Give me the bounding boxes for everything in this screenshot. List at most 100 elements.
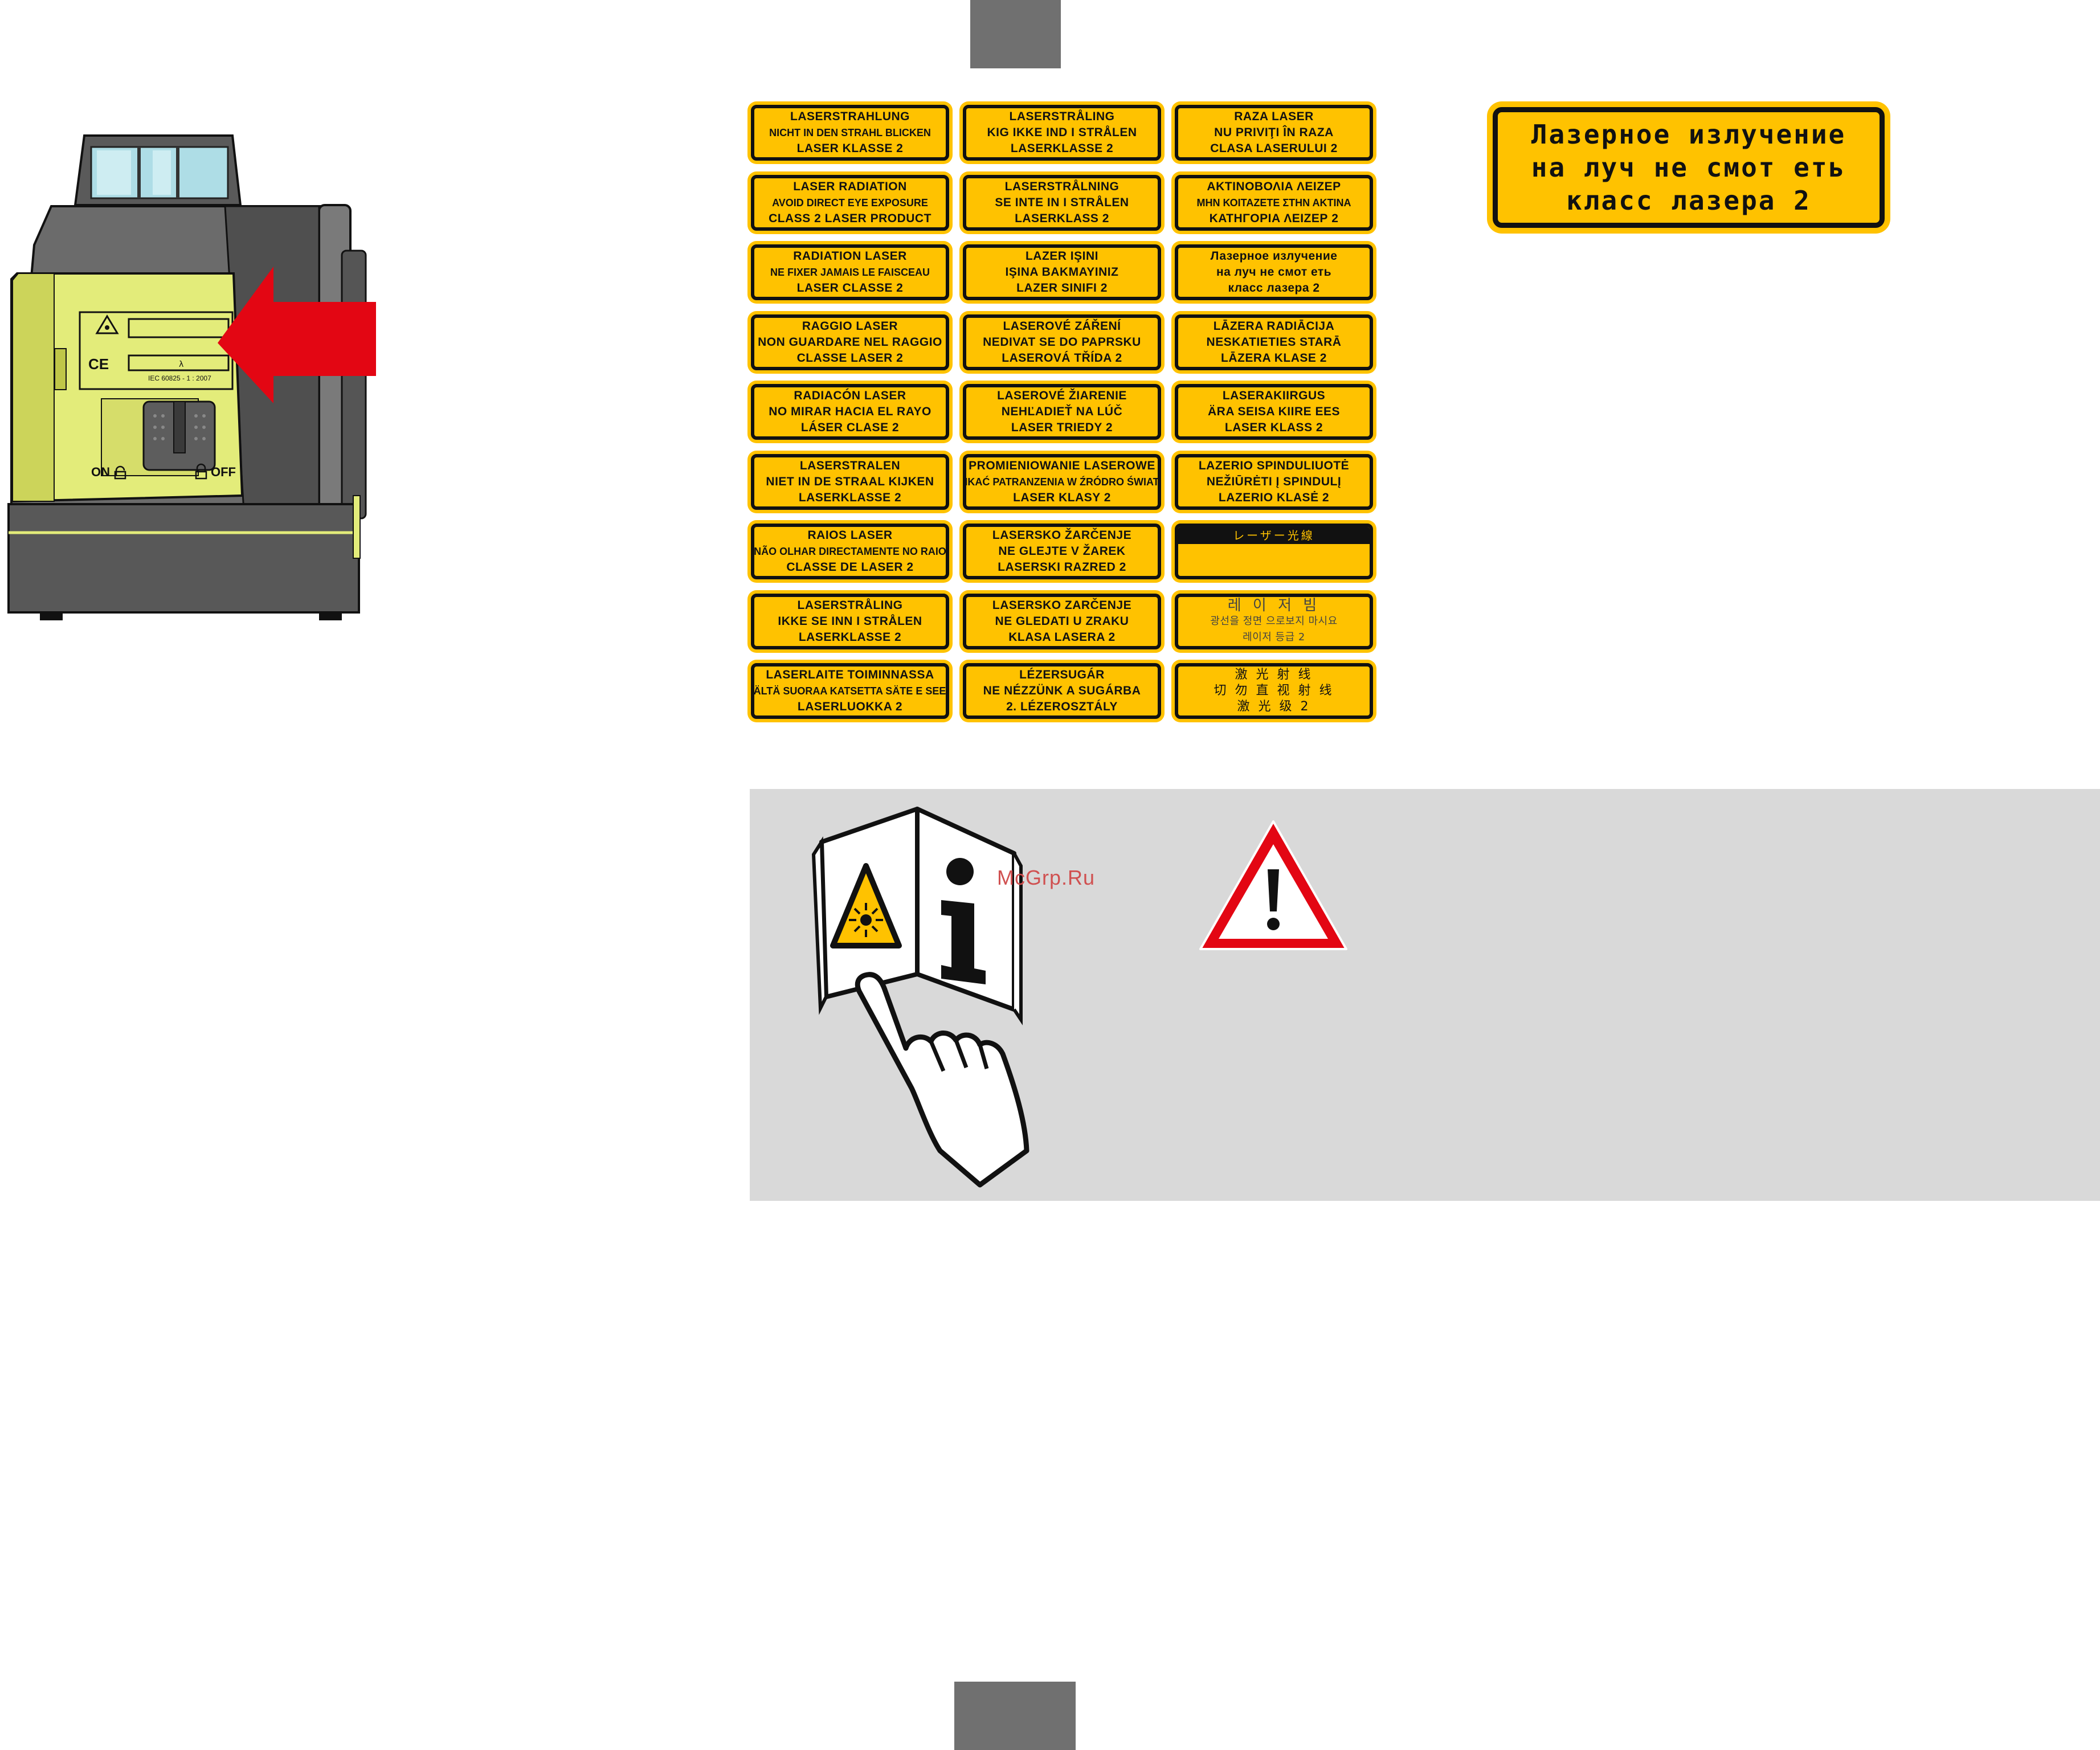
label-line: NEHĽADIEŤ NA LÚČ bbox=[1001, 405, 1123, 418]
label-line: CLASS 2 LASER PRODUCT bbox=[769, 212, 931, 225]
label-frame: Лазерное излучение на луч не смот еть клас… bbox=[1175, 244, 1373, 300]
label-frame: 激 光 射 线切 勿 直 视 射 线激 光 级 2 bbox=[1175, 663, 1373, 719]
label-line: LASERKLASS 2 bbox=[1015, 212, 1109, 225]
russian-label-line-2: на луч не смот еть bbox=[1531, 152, 1846, 183]
label-line: ΚΑΤΗΓΟΡΙΑ ΛΕΙΖΕΡ 2 bbox=[1209, 212, 1339, 225]
label-line: ÄRA SEISA KIIRE EES bbox=[1208, 405, 1340, 418]
label-line: LASERKLASSE 2 bbox=[1010, 142, 1114, 155]
warning-icon bbox=[1199, 820, 1347, 950]
label-line: LAZERIO SPINDULIUOTĖ bbox=[1198, 459, 1350, 472]
label-line: CLASSE DE LASER 2 bbox=[786, 561, 914, 574]
label-line: LASERKLASSE 2 bbox=[798, 491, 902, 504]
laser-warning-label: 激 光 射 线切 勿 直 视 射 线激 光 级 2 bbox=[1171, 660, 1376, 722]
label-line: NE GLEJTE V ŽAREK bbox=[998, 545, 1126, 558]
label-line: CLASSE LASER 2 bbox=[796, 351, 904, 365]
label-line: LASERSTRÅLNING bbox=[1004, 180, 1120, 193]
label-line: PROMIENIOWANIE LASEROWE bbox=[969, 459, 1155, 472]
label-line: 2. LÉZEROSZTÁLY bbox=[1006, 700, 1118, 713]
label-line: RADIATION LASER bbox=[793, 250, 907, 263]
label-line: NON GUARDARE NEL RAGGIO bbox=[758, 336, 942, 349]
label-line: 激 光 级 2 bbox=[1237, 700, 1311, 714]
label-line: KLASA LASERA 2 bbox=[1008, 631, 1116, 644]
label-line: LĀZERA RADIĀCIJA bbox=[1213, 320, 1335, 333]
switch-off-label: OFF bbox=[211, 465, 236, 479]
russian-label-line-1: Лазерное излучение bbox=[1531, 119, 1846, 150]
ce-mark: CE bbox=[88, 355, 109, 373]
label-line: NE FIXER JAMAIS LE FAISCEAU bbox=[770, 267, 930, 278]
label-line: класс лазера 2 bbox=[1228, 281, 1320, 295]
label-line: на луч не смот еть bbox=[1216, 265, 1332, 279]
label-frame: レーザー光線 bbox=[1175, 524, 1373, 579]
wavelength-symbol: λ bbox=[179, 360, 183, 369]
laser-warning-label: RADIATION LASER NE FIXER JAMAIS LE FAISCE… bbox=[747, 241, 953, 304]
laser-warning-label: Лазерное излучение на луч не смот еть клас… bbox=[1171, 241, 1376, 304]
russian-label-line-3: класс лазера 2 bbox=[1566, 185, 1811, 216]
label-line: NESKATIETIES STARĀ bbox=[1206, 336, 1342, 349]
label-line: LASERSKI RAZRED 2 bbox=[998, 561, 1126, 574]
laser-warning-label: レーザー光線 bbox=[1171, 520, 1376, 583]
label-line: LASERSTRAHLUNG bbox=[790, 110, 910, 123]
label-line: 激 光 射 线 bbox=[1235, 668, 1313, 682]
label-frame: PROMIENIOWANIE LASEROWE UNIKAĆ PATRANZENI… bbox=[963, 454, 1161, 510]
label-line: AVOID DIRECT EYE EXPOSURE bbox=[772, 197, 928, 208]
label-line: LASERSKO ZARČENJE bbox=[992, 599, 1132, 612]
label-line: IŞINA BAKMAYINIZ bbox=[1005, 265, 1119, 279]
laser-warning-label: PROMIENIOWANIE LASEROWE UNIKAĆ PATRANZENI… bbox=[959, 451, 1165, 513]
label-line: RAIOS LASER bbox=[807, 529, 893, 542]
label-line: ΜΗΝ ΚΟΙΤΑΖΕΤΕ ΣΤΗΝ ΑΚΤΙΝΑ bbox=[1196, 197, 1351, 208]
read-manual-icon bbox=[811, 807, 1029, 1188]
label-line: LASER CLASSE 2 bbox=[796, 281, 904, 295]
standard-text: IEC 60825 - 1 : 2007 bbox=[148, 374, 211, 382]
label-line: NÃO OLHAR DIRECTAMENTE NO RAIO bbox=[754, 546, 946, 557]
laser-warning-label: LASER RADIATION AVOID DIRECT EYE EXPOSURE… bbox=[747, 171, 953, 234]
label-frame: LASER RADIATION AVOID DIRECT EYE EXPOSURE… bbox=[751, 175, 949, 231]
laser-level-device: CE λ IEC 60825 - 1 : 2007 ON OFF bbox=[7, 134, 376, 620]
label-line: KIG IKKE IND I STRÅLEN bbox=[987, 126, 1137, 139]
lock-icon bbox=[195, 463, 207, 480]
label-line: SE INTE IN I STRÅLEN bbox=[995, 196, 1129, 209]
label-line: RAZA LASER bbox=[1234, 110, 1314, 123]
label-line: LASER KLASSE 2 bbox=[796, 142, 904, 155]
label-line: LÉZERSUGÁR bbox=[1019, 668, 1105, 681]
label-line: LASEROVÉ ŽIARENIE bbox=[997, 389, 1127, 402]
label-line: VÄLTÄ SUORAA KATSETTA SÄTE E SEEN bbox=[751, 685, 949, 697]
label-frame: RADIATION LASER NE FIXER JAMAIS LE FAISCE… bbox=[751, 244, 949, 300]
label-line: NE GLEDATI U ZRAKU bbox=[995, 615, 1129, 628]
label-line: NE NÉZZÜNK A SUGÁRBA bbox=[983, 684, 1141, 697]
label-line: RADIACÓN LASER bbox=[794, 389, 906, 402]
label-line: LAZERIO KLASĖ 2 bbox=[1218, 491, 1330, 504]
page-tab-top bbox=[970, 0, 1061, 68]
label-line: UNIKAĆ PATRANZENIA W ŹRÓDRO ŚWIATKA bbox=[965, 476, 1159, 488]
label-line: NEDIVAT SE DO PAPRSKU bbox=[983, 336, 1141, 349]
label-line: LASERSTRÅLING bbox=[797, 599, 903, 612]
label-line: LASER RADIATION bbox=[793, 180, 907, 193]
label-line: NEŽIŪRĖTI Į SPINDULĮ bbox=[1206, 475, 1342, 488]
label-frame: LASERSTRÅLNING SE INTE IN I STRÅLEN LASERK… bbox=[963, 175, 1161, 231]
label-line: LÁSER CLASE 2 bbox=[800, 421, 900, 434]
label-frame: RAIOS LASER NÃO OLHAR DIRECTAMENTE NO RAI… bbox=[751, 524, 949, 579]
label-line: Лазерное излучение bbox=[1210, 250, 1338, 263]
laser-warning-label: LÉZERSUGÁR NE NÉZZÜNK A SUGÁRBA 2. LÉZEROS… bbox=[959, 660, 1165, 722]
label-line: LASERAKIIRGUS bbox=[1222, 389, 1326, 402]
label-line: LASERLUOKKA 2 bbox=[797, 700, 903, 713]
label-line: レーザー光線 bbox=[1178, 527, 1370, 544]
label-line: 광선을 정면 으로보지 마시요 bbox=[1210, 615, 1338, 627]
